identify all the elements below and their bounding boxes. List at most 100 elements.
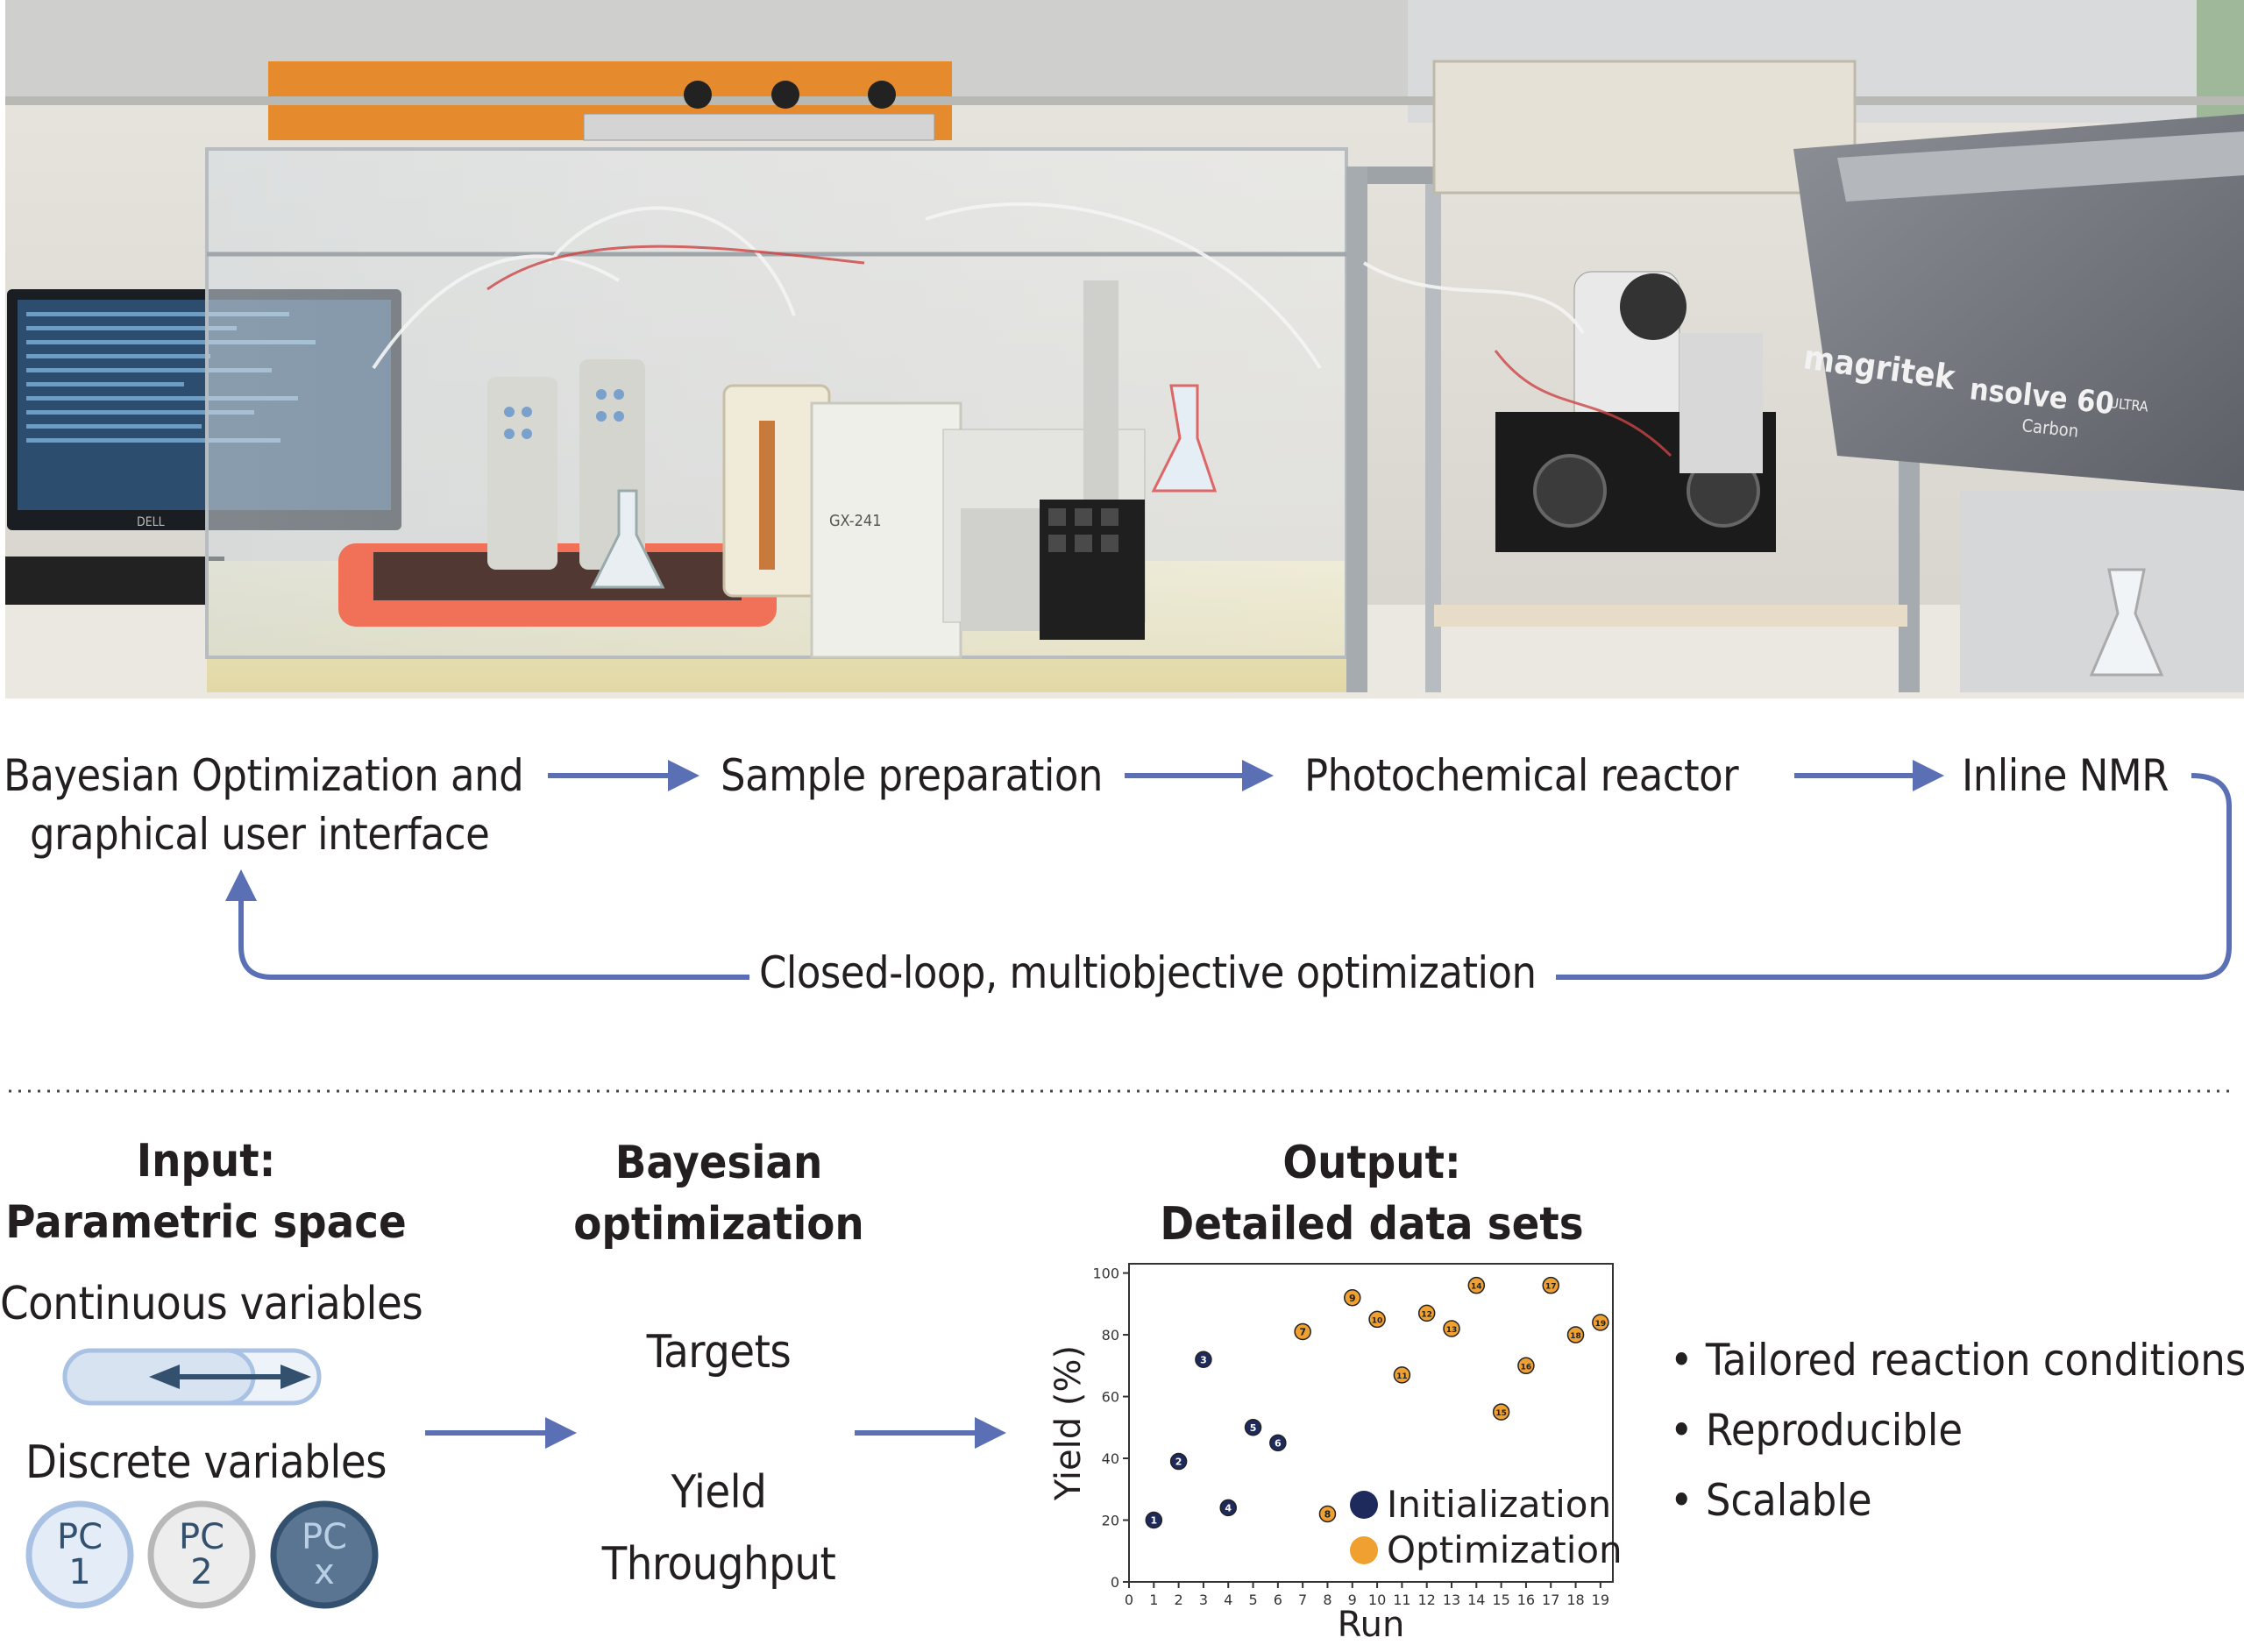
- data-point: [1417, 1304, 1436, 1322]
- x-tick-label: 15: [1492, 1592, 1509, 1608]
- data-point-label: 2: [1175, 1457, 1182, 1468]
- pc-x-icon: PC x: [270, 1500, 379, 1609]
- y-tick-label: 80: [1102, 1327, 1119, 1344]
- data-point: [1269, 1434, 1287, 1452]
- data-point-label: 11: [1396, 1372, 1408, 1381]
- data-point-label: 8: [1324, 1508, 1331, 1520]
- data-point: [1566, 1326, 1585, 1344]
- data-point: [1443, 1320, 1460, 1337]
- data-point-label: 12: [1421, 1310, 1432, 1319]
- x-tick-label: 9: [1348, 1592, 1357, 1608]
- y-tick-label: 60: [1102, 1389, 1119, 1406]
- data-point: [1368, 1310, 1386, 1329]
- data-point: [1195, 1351, 1212, 1369]
- data-point-label: 13: [1446, 1326, 1458, 1335]
- x-tick-label: 11: [1393, 1592, 1410, 1608]
- x-tick-label: 8: [1323, 1592, 1331, 1608]
- x-tick-label: 10: [1368, 1592, 1386, 1608]
- svg-text:DELL: DELL: [137, 515, 165, 529]
- pc-1-icon: PC 1: [25, 1500, 134, 1609]
- x-tick-label: 17: [1542, 1592, 1559, 1608]
- output-heading-line2: Detailed data sets: [1160, 1198, 1584, 1251]
- data-point-label: 16: [1521, 1363, 1532, 1372]
- x-tick-label: 12: [1418, 1592, 1436, 1608]
- data-point-label: 3: [1200, 1354, 1207, 1365]
- data-point: [1393, 1366, 1411, 1384]
- data-point-label: 5: [1250, 1422, 1257, 1434]
- x-tick-label: 16: [1517, 1592, 1535, 1608]
- benefit-item: • Tailored reaction conditions: [1670, 1335, 2244, 1386]
- x-tick-label: 7: [1298, 1592, 1307, 1608]
- benefits-list: • Tailored reaction conditions • Reprodu…: [1670, 1325, 2244, 1535]
- continuous-variables-label: Continuous variables: [0, 1278, 423, 1330]
- legend-marker: [1350, 1536, 1378, 1564]
- x-tick-label: 2: [1175, 1592, 1183, 1608]
- x-tick-label: 19: [1592, 1592, 1609, 1608]
- target-throughput: Throughput: [601, 1538, 836, 1591]
- input-heading-line2: Parametric space: [5, 1196, 407, 1249]
- data-point-label: 17: [1545, 1283, 1557, 1292]
- data-point: [1542, 1276, 1559, 1294]
- data-point: [1169, 1452, 1188, 1471]
- loop-return-path: [1556, 773, 2232, 980]
- svg-text:PC: PC: [179, 1517, 224, 1557]
- legend-label: Optimization: [1387, 1528, 1623, 1571]
- data-point-label: 10: [1372, 1316, 1383, 1325]
- x-tick-label: 5: [1248, 1592, 1257, 1608]
- data-point-label: 1: [1150, 1515, 1157, 1527]
- bo-heading-line2: optimization: [573, 1198, 864, 1251]
- bo-heading-line1: Bayesian: [614, 1137, 823, 1189]
- input-heading-line1: Input:: [136, 1135, 276, 1188]
- pc-2-icon: PC 2: [147, 1500, 256, 1609]
- data-point: [1244, 1419, 1262, 1436]
- y-tick-label: 40: [1102, 1450, 1119, 1467]
- y-tick-label: 100: [1092, 1266, 1119, 1282]
- data-point: [1294, 1322, 1311, 1341]
- output-heading-line1: Output:: [1282, 1137, 1461, 1189]
- loop-label: Closed-loop, multiobjective optimization: [759, 947, 1537, 998]
- step-photochemical-reactor: Photochemical reactor: [1304, 750, 1739, 801]
- data-point: [1318, 1505, 1337, 1523]
- svg-text:1: 1: [68, 1552, 90, 1592]
- x-tick-label: 0: [1125, 1592, 1133, 1608]
- loop-return-arrow: [225, 869, 749, 980]
- targets-label: Targets: [646, 1326, 792, 1379]
- data-point: [1592, 1314, 1609, 1331]
- y-tick-label: 20: [1102, 1513, 1119, 1529]
- x-tick-label: 1: [1149, 1592, 1158, 1608]
- y-tick-label: 0: [1111, 1574, 1119, 1591]
- step-inline-nmr: Inline NMR: [1962, 750, 2169, 801]
- data-point: [1344, 1289, 1361, 1307]
- x-axis-label: Run: [1338, 1605, 1405, 1645]
- data-point: [1492, 1403, 1510, 1421]
- svg-text:PC: PC: [302, 1517, 347, 1557]
- data-point-label: 15: [1495, 1409, 1507, 1418]
- data-point-label: 19: [1595, 1320, 1607, 1329]
- data-point-label: 7: [1299, 1327, 1306, 1338]
- data-point: [1219, 1499, 1237, 1517]
- svg-text:x: x: [314, 1552, 335, 1592]
- data-point: [1145, 1511, 1163, 1529]
- data-point-label: 6: [1275, 1437, 1282, 1449]
- data-point-label: 9: [1349, 1293, 1356, 1304]
- x-tick-label: 18: [1566, 1592, 1584, 1608]
- svg-text:ULTRA: ULTRA: [2109, 394, 2149, 415]
- data-point-label: 4: [1225, 1502, 1232, 1514]
- svg-text:GX-241: GX-241: [829, 512, 882, 530]
- benefit-item: • Scalable: [1670, 1475, 1872, 1526]
- step-sample-preparation: Sample preparation: [721, 750, 1103, 801]
- y-axis-label: Yield (%): [1048, 1345, 1089, 1501]
- discrete-pc-icons: PC 1 PC 2 PC x: [25, 1500, 379, 1609]
- x-tick-label: 13: [1443, 1592, 1460, 1608]
- x-tick-label: 14: [1467, 1592, 1485, 1608]
- x-tick-label: 4: [1224, 1592, 1232, 1608]
- svg-text:PC: PC: [57, 1517, 103, 1557]
- data-point: [1517, 1357, 1535, 1375]
- target-yield: Yield: [671, 1466, 767, 1519]
- discrete-variables-label: Discrete variables: [25, 1436, 387, 1489]
- x-tick-label: 6: [1274, 1592, 1282, 1608]
- step-bo-gui-line1: Bayesian Optimization and: [4, 750, 524, 801]
- data-point-label: 18: [1570, 1332, 1581, 1341]
